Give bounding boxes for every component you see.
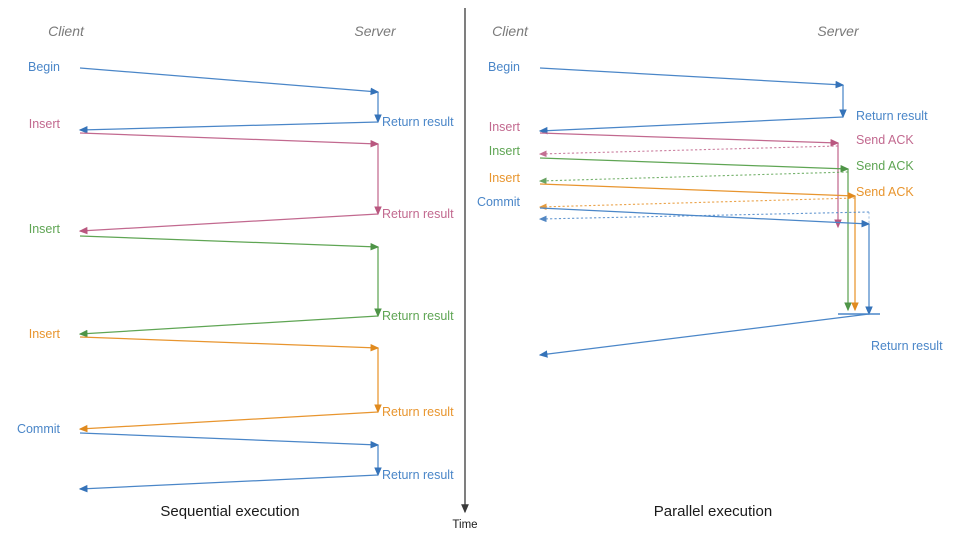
- seq-insert-3-reply-label: Return result: [382, 405, 454, 419]
- par-commit-client-label: Commit: [477, 195, 521, 209]
- par-insert-3-ack-arrow: [538, 197, 856, 211]
- seq-insert-3-client-label: Insert: [29, 327, 61, 341]
- sequential-client-header: Client: [48, 23, 85, 39]
- par-insert-1-client-label: Insert: [489, 120, 521, 134]
- par-commit-ack-arrow: [538, 211, 870, 223]
- seq-insert-2-request-arrow: [79, 235, 380, 251]
- par-begin-client-label: Begin: [488, 60, 520, 74]
- par-insert-1-request-arrow: [539, 132, 840, 147]
- seq-insert-2-reply-label: Return result: [382, 309, 454, 323]
- seq-insert-1-reply-label: Return result: [382, 207, 454, 221]
- par-insert-2-client-label: Insert: [489, 144, 521, 158]
- par-insert-3-request-arrow: [539, 183, 857, 200]
- seq-insert-2-client-label: Insert: [29, 222, 61, 236]
- par-begin-reply-arrow: [538, 116, 844, 135]
- seq-commit-client-label: Commit: [17, 422, 61, 436]
- par-begin-reply-label: Return result: [856, 109, 928, 123]
- time-axis: Time: [452, 8, 478, 531]
- parallel-message-arrows: [538, 67, 880, 358]
- par-insert-1-ack-label: Send ACK: [856, 133, 914, 147]
- par-insert-2-ack-label: Send ACK: [856, 159, 914, 173]
- sequential-caption: Sequential execution: [160, 503, 299, 520]
- seq-begin-client-label: Begin: [28, 60, 60, 74]
- seq-begin-request-arrow: [79, 67, 380, 96]
- par-insert-2-ack-arrow: [538, 171, 849, 185]
- sequential-server-header: Server: [354, 23, 397, 39]
- seq-insert-3-request-arrow: [79, 336, 380, 352]
- par-commit-reply-label: Return result: [871, 339, 943, 353]
- par-insert-3-client-label: Insert: [489, 171, 521, 185]
- par-commit-reply-arrow: [538, 313, 870, 358]
- seq-insert-1-client-label: Insert: [29, 117, 61, 131]
- par-insert-2-request-arrow: [539, 157, 850, 173]
- seq-insert-1-reply-arrow: [78, 213, 379, 235]
- par-insert-1-ack-arrow: [538, 145, 839, 158]
- par-insert-3-ack-label: Send ACK: [856, 185, 914, 199]
- parallel-caption: Parallel execution: [654, 503, 772, 520]
- seq-commit-reply-arrow: [78, 474, 379, 493]
- seq-commit-request-arrow: [79, 432, 380, 449]
- seq-begin-reply-label: Return result: [382, 115, 454, 129]
- seq-insert-1-request-arrow: [79, 132, 380, 148]
- seq-commit-reply-label: Return result: [382, 468, 454, 482]
- par-begin-request-arrow: [539, 67, 845, 89]
- seq-insert-2-reply-arrow: [78, 315, 379, 338]
- seq-begin-reply-arrow: [78, 121, 379, 134]
- sequential-message-arrows: [78, 67, 382, 493]
- parallel-server-header: Server: [817, 23, 860, 39]
- parallel-client-header: Client: [492, 23, 529, 39]
- seq-insert-3-reply-arrow: [78, 411, 379, 433]
- time-axis-label: Time: [452, 519, 477, 531]
